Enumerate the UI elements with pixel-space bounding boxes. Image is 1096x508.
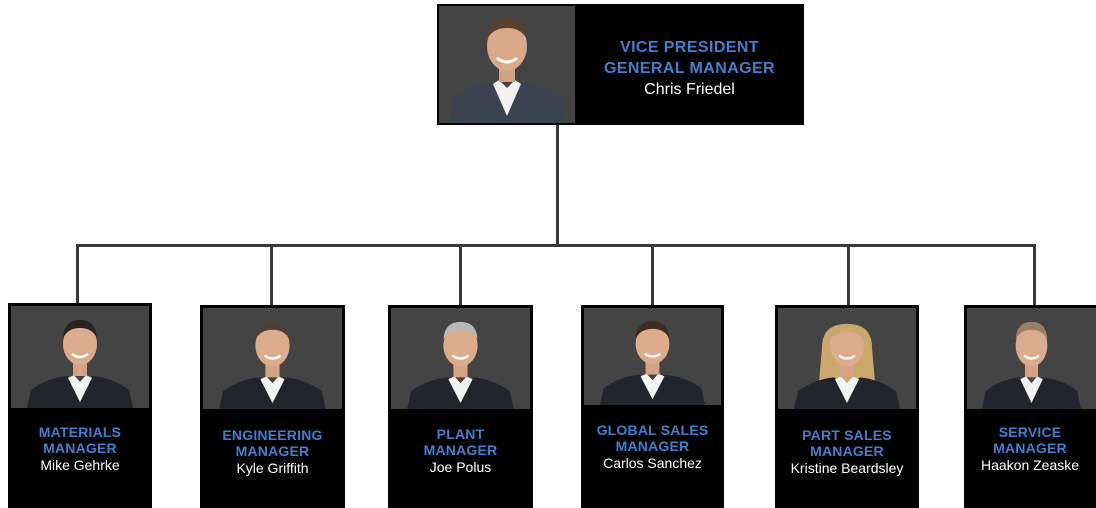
portrait-photo [967, 308, 1096, 409]
org-card-vice-president: VICE PRESIDENT GENERAL MANAGER Chris Fri… [437, 4, 804, 125]
org-card: MATERIALS MANAGER Mike Gehrke [8, 303, 152, 508]
portrait-photo [391, 308, 530, 409]
person-name: Kristine Beardsley [790, 460, 904, 476]
org-card: PART SALES MANAGER Kristine Beardsley [775, 305, 919, 508]
role-title: MANAGER [43, 440, 117, 456]
role-title: SERVICE [998, 424, 1062, 440]
role-title: PLANT [436, 426, 485, 442]
role-title: ENGINEERING [222, 427, 323, 443]
portrait-silhouette [967, 308, 1096, 409]
card-caption: ENGINEERING MANAGER Kyle Griffith [200, 427, 345, 477]
connector-vertical-top [556, 124, 559, 246]
card-caption: MATERIALS MANAGER Mike Gehrke [8, 424, 152, 474]
connector-drop [651, 244, 654, 307]
connector-drop [1033, 244, 1036, 307]
portrait-photo [584, 308, 721, 405]
role-title: VICE PRESIDENT [620, 39, 759, 56]
card-caption: PLANT MANAGER Joe Polus [388, 426, 533, 476]
connector-horizontal [76, 244, 1036, 247]
person-name: Haakon Zeaske [980, 457, 1080, 473]
role-title: PART SALES [802, 427, 892, 443]
role-title: MANAGER [423, 442, 498, 458]
role-title: MANAGER [235, 443, 310, 459]
portrait-photo [11, 306, 149, 408]
card-caption: GLOBAL SALES MANAGER Carlos Sanchez [581, 422, 724, 472]
card-caption: VICE PRESIDENT GENERAL MANAGER Chris Fri… [577, 37, 802, 100]
role-title: GLOBAL SALES [596, 422, 709, 438]
org-card: SERVICE MANAGER Haakon Zeaske [964, 305, 1096, 508]
org-card: PLANT MANAGER Joe Polus [388, 305, 533, 508]
connector-drop [459, 244, 462, 307]
portrait-silhouette [391, 308, 530, 409]
role-title: MANAGER [615, 438, 690, 454]
person-name: Kyle Griffith [236, 460, 309, 476]
portrait-silhouette [11, 306, 149, 408]
role-title: MANAGER [993, 440, 1067, 456]
portrait-photo [778, 308, 916, 409]
role-title: MATERIALS [38, 424, 122, 440]
person-name: Carlos Sanchez [603, 455, 702, 471]
card-caption: SERVICE MANAGER Haakon Zeaske [964, 424, 1096, 474]
org-card: ENGINEERING MANAGER Kyle Griffith [200, 305, 345, 508]
person-name: Joe Polus [429, 459, 492, 475]
portrait-photo [439, 6, 575, 123]
person-name: Chris Friedel [644, 81, 735, 98]
portrait-silhouette [778, 308, 916, 409]
role-title: MANAGER [810, 443, 884, 459]
role-title: GENERAL MANAGER [603, 60, 776, 77]
portrait-silhouette [584, 308, 721, 405]
org-card: GLOBAL SALES MANAGER Carlos Sanchez [581, 305, 724, 508]
portrait-silhouette [203, 308, 342, 409]
connector-drop [847, 244, 850, 307]
connector-drop [270, 244, 273, 308]
person-name: Mike Gehrke [40, 457, 120, 473]
connector-drop [76, 244, 79, 306]
card-caption: PART SALES MANAGER Kristine Beardsley [775, 427, 919, 477]
portrait-photo [203, 308, 342, 409]
